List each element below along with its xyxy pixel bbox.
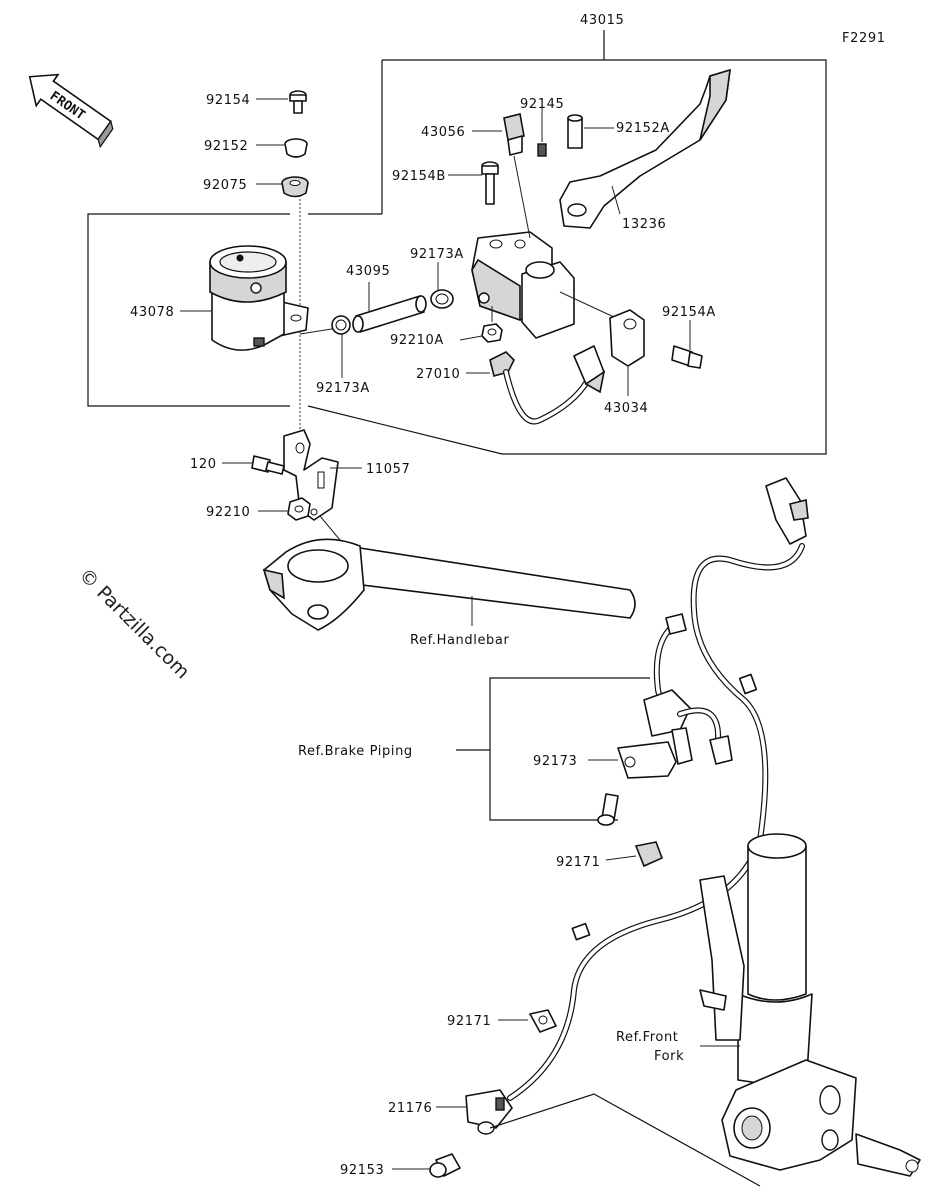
spring-92145 bbox=[537, 143, 547, 157]
label-92210: 92210 bbox=[206, 505, 250, 520]
front-arrow-icon: FRONT bbox=[28, 73, 114, 149]
bolt-92154A bbox=[671, 345, 703, 369]
watermark: © Partzilla.com bbox=[74, 564, 193, 683]
label-43034: 43034 bbox=[604, 401, 648, 416]
clip-92173A-upper bbox=[430, 289, 454, 309]
grommet-92075 bbox=[281, 176, 309, 198]
assembly-box-43015 bbox=[87, 30, 827, 455]
label-43078: 43078 bbox=[130, 305, 174, 320]
nut-92210A bbox=[481, 323, 503, 343]
label-13236: 13236 bbox=[622, 217, 666, 232]
nut-92210 bbox=[287, 497, 311, 521]
clip-92173A-lower bbox=[331, 315, 351, 335]
bolt-92154 bbox=[289, 90, 307, 114]
bolt-92153 bbox=[429, 1153, 461, 1178]
ref-brake-piping: Ref.Brake Piping bbox=[298, 744, 413, 759]
front-fork bbox=[699, 833, 921, 1177]
brake-hose-junction bbox=[617, 613, 733, 779]
ref-handlebar: Ref.Handlebar bbox=[410, 633, 509, 648]
bolt-piping bbox=[597, 793, 619, 826]
switch-27010 bbox=[489, 345, 606, 425]
label-92154: 92154 bbox=[206, 93, 250, 108]
bracket-11057 bbox=[283, 429, 339, 521]
clamp-43034 bbox=[609, 309, 645, 367]
label-92173A-bottom: 92173A bbox=[316, 381, 370, 396]
hose-43095 bbox=[299, 295, 427, 335]
collar-92152 bbox=[284, 138, 308, 158]
bolt-120 bbox=[251, 455, 285, 475]
label-92154A: 92154A bbox=[662, 305, 716, 320]
label-21176: 21176 bbox=[388, 1101, 432, 1116]
banjo-bolt-43056 bbox=[503, 113, 525, 156]
master-cylinder-body bbox=[471, 231, 617, 339]
label-92145: 92145 bbox=[520, 97, 564, 112]
label-43015: 43015 bbox=[580, 13, 624, 28]
clip-92171-upper bbox=[634, 841, 664, 868]
label-92154B: 92154B bbox=[392, 169, 446, 184]
collar-92152A bbox=[567, 114, 583, 149]
pivot-bolt-92154B bbox=[481, 161, 499, 205]
figure-code: F2291 bbox=[842, 31, 886, 46]
clip-92171-lower bbox=[529, 1009, 557, 1033]
ref-front-fork-line1: Ref.Front bbox=[616, 1030, 679, 1045]
label-92171-lower: 92171 bbox=[447, 1014, 491, 1029]
label-92171-upper: 92171 bbox=[556, 855, 600, 870]
reservoir-43078 bbox=[209, 245, 309, 351]
label-92173A-top: 92173A bbox=[410, 247, 464, 262]
label-92210A: 92210A bbox=[390, 333, 444, 348]
label-92075: 92075 bbox=[203, 178, 247, 193]
abs-sensor-wire bbox=[507, 477, 809, 1101]
ref-front-fork-line2: Fork bbox=[654, 1049, 684, 1064]
brake-piping-box bbox=[456, 677, 650, 821]
fork-ref-lines bbox=[489, 1093, 761, 1187]
label-120: 120 bbox=[190, 457, 217, 472]
handlebar bbox=[262, 515, 636, 631]
abs-sensor-21176 bbox=[465, 1089, 513, 1135]
label-92152A: 92152A bbox=[616, 121, 670, 136]
label-11057: 11057 bbox=[366, 462, 410, 477]
label-27010: 27010 bbox=[416, 367, 460, 382]
label-43056: 43056 bbox=[421, 125, 465, 140]
label-92173: 92173 bbox=[533, 754, 577, 769]
lever-13236 bbox=[559, 68, 731, 229]
label-92152: 92152 bbox=[204, 139, 248, 154]
label-92153: 92153 bbox=[340, 1163, 384, 1178]
label-43095: 43095 bbox=[346, 264, 390, 279]
